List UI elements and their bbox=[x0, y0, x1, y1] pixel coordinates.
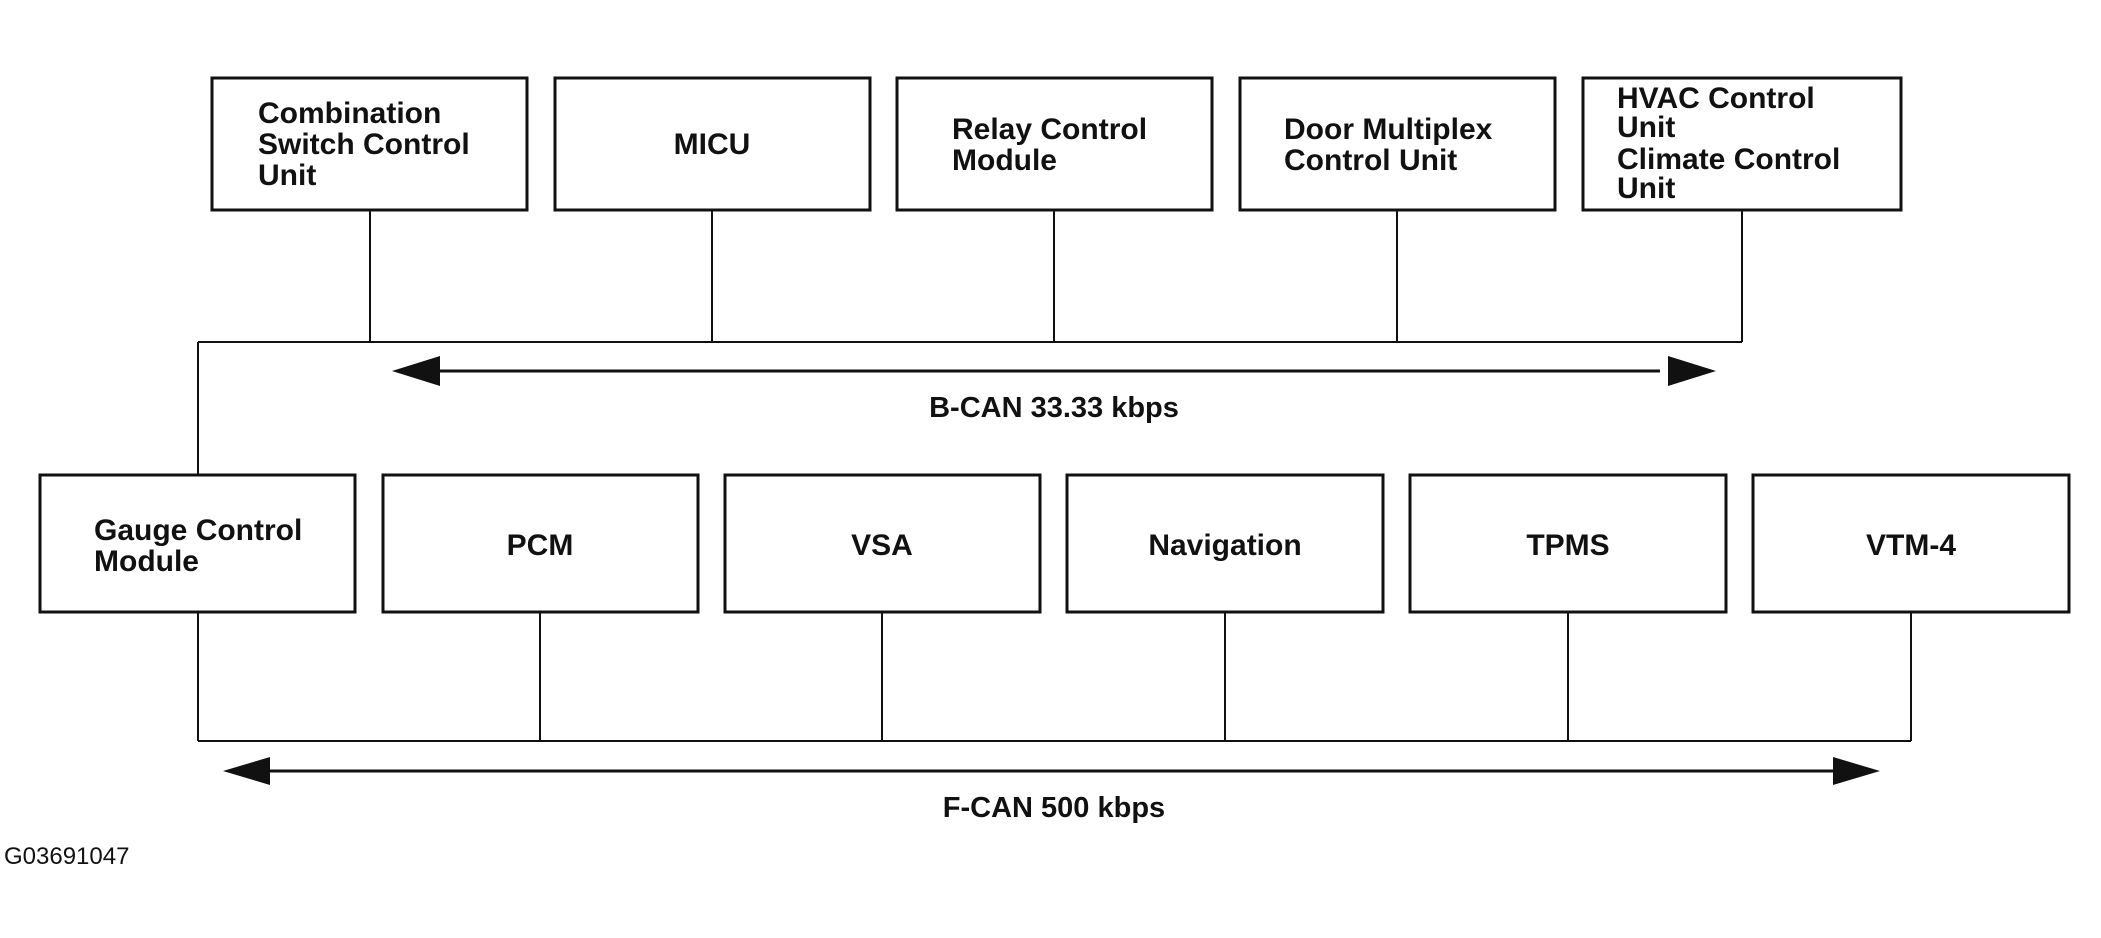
module-pcm: PCM bbox=[381, 473, 700, 614]
module-box bbox=[38, 473, 357, 614]
module-label: TPMS bbox=[1526, 529, 1609, 562]
f-can-arrow-left-head bbox=[223, 757, 270, 785]
module-box bbox=[553, 76, 872, 212]
b-can-arrow-left-head bbox=[392, 356, 440, 386]
module-relay-control-module: Relay Control Module bbox=[895, 76, 1214, 212]
bus-wiring bbox=[197, 210, 1912, 742]
module-label: MICU bbox=[674, 128, 751, 161]
module-box bbox=[1065, 473, 1385, 614]
module-label-line: VTM-4 bbox=[1866, 529, 1956, 562]
module-box bbox=[210, 76, 529, 212]
module-label-line: Control Unit bbox=[1284, 144, 1457, 177]
module-label: Navigation bbox=[1148, 529, 1301, 562]
b-can-arrow bbox=[392, 356, 1716, 386]
module-box bbox=[1751, 473, 2071, 614]
module-navigation: Navigation bbox=[1065, 473, 1385, 614]
module-label-line: Module bbox=[952, 144, 1057, 177]
module-label: Gauge Control Module bbox=[94, 514, 311, 578]
module-tpms: TPMS bbox=[1408, 473, 1728, 614]
module-label-line: Navigation bbox=[1148, 529, 1301, 562]
module-label-line: Unit bbox=[258, 159, 316, 192]
module-box bbox=[895, 76, 1214, 212]
module-box bbox=[381, 473, 700, 614]
module-label: VSA bbox=[851, 529, 913, 562]
module-door-multiplex-control-unit: Door Multiplex Control Unit bbox=[1238, 76, 1557, 212]
module-box bbox=[723, 473, 1042, 614]
module-label-line: MICU bbox=[674, 128, 751, 161]
module-label-line: Door Multiplex bbox=[1284, 113, 1493, 146]
module-label: Door Multiplex Control Unit bbox=[1284, 113, 1501, 177]
module-label-line: Unit bbox=[1617, 111, 1675, 144]
figure-id: G03691047 bbox=[4, 843, 129, 870]
module-vsa: VSA bbox=[723, 473, 1042, 614]
module-box bbox=[1238, 76, 1557, 212]
module-label-line: Relay Control bbox=[952, 113, 1147, 146]
module-gauge-control-module: Gauge Control Module bbox=[38, 473, 357, 614]
module-label-line: Climate Control bbox=[1617, 143, 1840, 176]
module-label: Relay Control Module bbox=[952, 113, 1155, 177]
f-can-label: F-CAN 500 kbps bbox=[943, 792, 1165, 824]
module-label-line: Unit bbox=[1617, 172, 1675, 205]
module-label: Combination Switch Control Unit bbox=[258, 97, 478, 192]
module-label-line: PCM bbox=[507, 529, 574, 562]
module-label: PCM bbox=[507, 529, 574, 562]
b-can-module-row: Combination Switch Control Unit MICU Rel… bbox=[210, 76, 1903, 212]
b-can-arrow-right-head bbox=[1668, 356, 1716, 386]
module-micu: MICU bbox=[553, 76, 872, 212]
module-box bbox=[1408, 473, 1728, 614]
module-hvac-control-unit: HVAC Control Unit Climate Control Unit bbox=[1581, 76, 1903, 212]
f-can-arrow-right-head bbox=[1833, 757, 1880, 785]
module-label-line: Combination bbox=[258, 97, 441, 130]
b-can-label: B-CAN 33.33 kbps bbox=[929, 392, 1179, 424]
module-vtm-4: VTM-4 bbox=[1751, 473, 2071, 614]
f-can-module-row: Gauge Control Module PCM VSA Navigation bbox=[38, 473, 2071, 614]
module-label-line: Module bbox=[94, 545, 199, 578]
f-can-arrow bbox=[223, 757, 1880, 785]
module-label-line: TPMS bbox=[1526, 529, 1609, 562]
module-label: VTM-4 bbox=[1866, 529, 1956, 562]
module-box bbox=[1581, 76, 1903, 212]
module-label-line: Gauge Control bbox=[94, 514, 302, 547]
module-label: HVAC Control Unit Climate Control Unit bbox=[1617, 82, 1849, 205]
module-label-line: HVAC Control bbox=[1617, 82, 1815, 115]
module-label-line: Switch Control bbox=[258, 128, 470, 161]
module-label-line: VSA bbox=[851, 529, 913, 562]
module-combination-switch-control-unit: Combination Switch Control Unit bbox=[210, 76, 529, 212]
